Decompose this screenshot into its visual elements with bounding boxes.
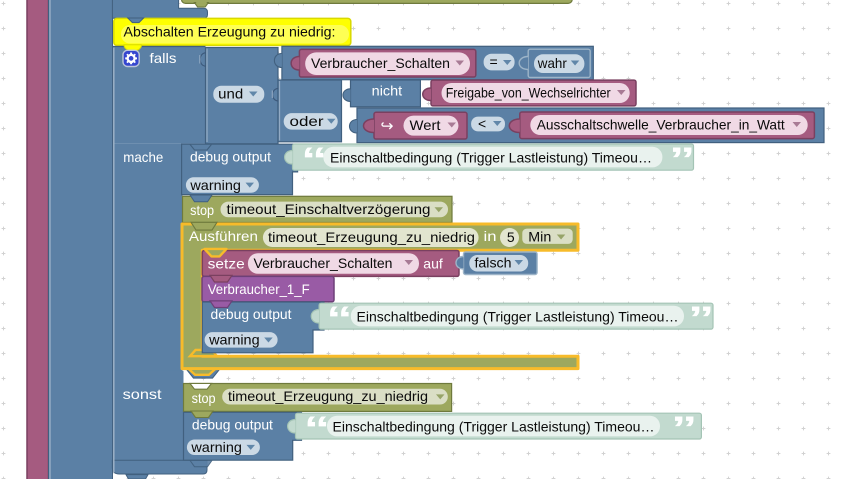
svg-text:Min: Min xyxy=(528,228,551,244)
svg-text:timeout_Einschaltverzögerung: timeout_Einschaltverzögerung xyxy=(227,201,431,217)
svg-text:Einschaltbedingung (Trigger La: Einschaltbedingung (Trigger Lastleistung… xyxy=(357,309,679,325)
svg-text:nicht: nicht xyxy=(372,82,403,98)
svg-text:Ausschaltschwelle_Verbraucher_: Ausschaltschwelle_Verbraucher_in_Watt xyxy=(537,117,785,133)
svg-text:timeout_Erzeugung_zu_niedrig: timeout_Erzeugung_zu_niedrig xyxy=(268,229,475,245)
svg-text:debug output: debug output xyxy=(211,306,292,322)
svg-text:stop: stop xyxy=(192,390,216,406)
svg-text:↪: ↪ xyxy=(381,118,394,135)
svg-text:Freigabe_von_Wechselrichter: Freigabe_von_Wechselrichter xyxy=(446,84,611,100)
svg-text:debug output: debug output xyxy=(192,417,273,433)
svg-text:warning: warning xyxy=(208,332,260,348)
svg-text:sonst: sonst xyxy=(123,386,162,402)
svg-text:Abschalten Erzeugung zu niedri: Abschalten Erzeugung zu niedrig: xyxy=(124,23,336,39)
svg-text:“: “ xyxy=(301,141,327,179)
svg-text:Einschaltbedingung (Trigger La: Einschaltbedingung (Trigger Lastleistung… xyxy=(330,150,652,166)
svg-text:”: ” xyxy=(669,141,695,179)
svg-text:warning: warning xyxy=(189,177,241,193)
svg-text:“: “ xyxy=(326,300,352,338)
svg-text:Einschaltbedingung (Trigger La: Einschaltbedingung (Trigger Lastleistung… xyxy=(333,419,655,435)
svg-text:5: 5 xyxy=(507,229,515,245)
svg-text:falsch: falsch xyxy=(475,255,512,271)
svg-text:warning: warning xyxy=(190,439,242,455)
svg-text:und: und xyxy=(218,86,243,102)
svg-text:stop: stop xyxy=(190,202,214,218)
svg-text:“: “ xyxy=(304,410,330,448)
svg-text:debug output: debug output xyxy=(190,148,271,164)
svg-text:”: ” xyxy=(671,410,697,448)
svg-text:Verbraucher_Schalten: Verbraucher_Schalten xyxy=(311,55,450,71)
svg-text:oder: oder xyxy=(290,113,324,129)
svg-text:falls: falls xyxy=(150,50,177,66)
svg-text:auf: auf xyxy=(423,255,443,271)
svg-text:wahr: wahr xyxy=(537,55,567,71)
svg-text:Wert: Wert xyxy=(410,117,441,133)
svg-text:=: = xyxy=(490,54,498,70)
svg-text:timeout_Erzeugung_zu_niedrig: timeout_Erzeugung_zu_niedrig xyxy=(228,388,428,404)
svg-text:Ausführen: Ausführen xyxy=(189,228,258,244)
svg-text:Verbraucher_Schalten: Verbraucher_Schalten xyxy=(254,255,393,271)
svg-text:setze: setze xyxy=(208,255,245,271)
svg-text:”: ” xyxy=(688,300,714,338)
svg-text:mache: mache xyxy=(123,149,163,165)
svg-text:<: < xyxy=(478,116,486,132)
svg-text:in: in xyxy=(484,228,497,244)
svg-text:Verbraucher_1_F: Verbraucher_1_F xyxy=(208,281,310,297)
